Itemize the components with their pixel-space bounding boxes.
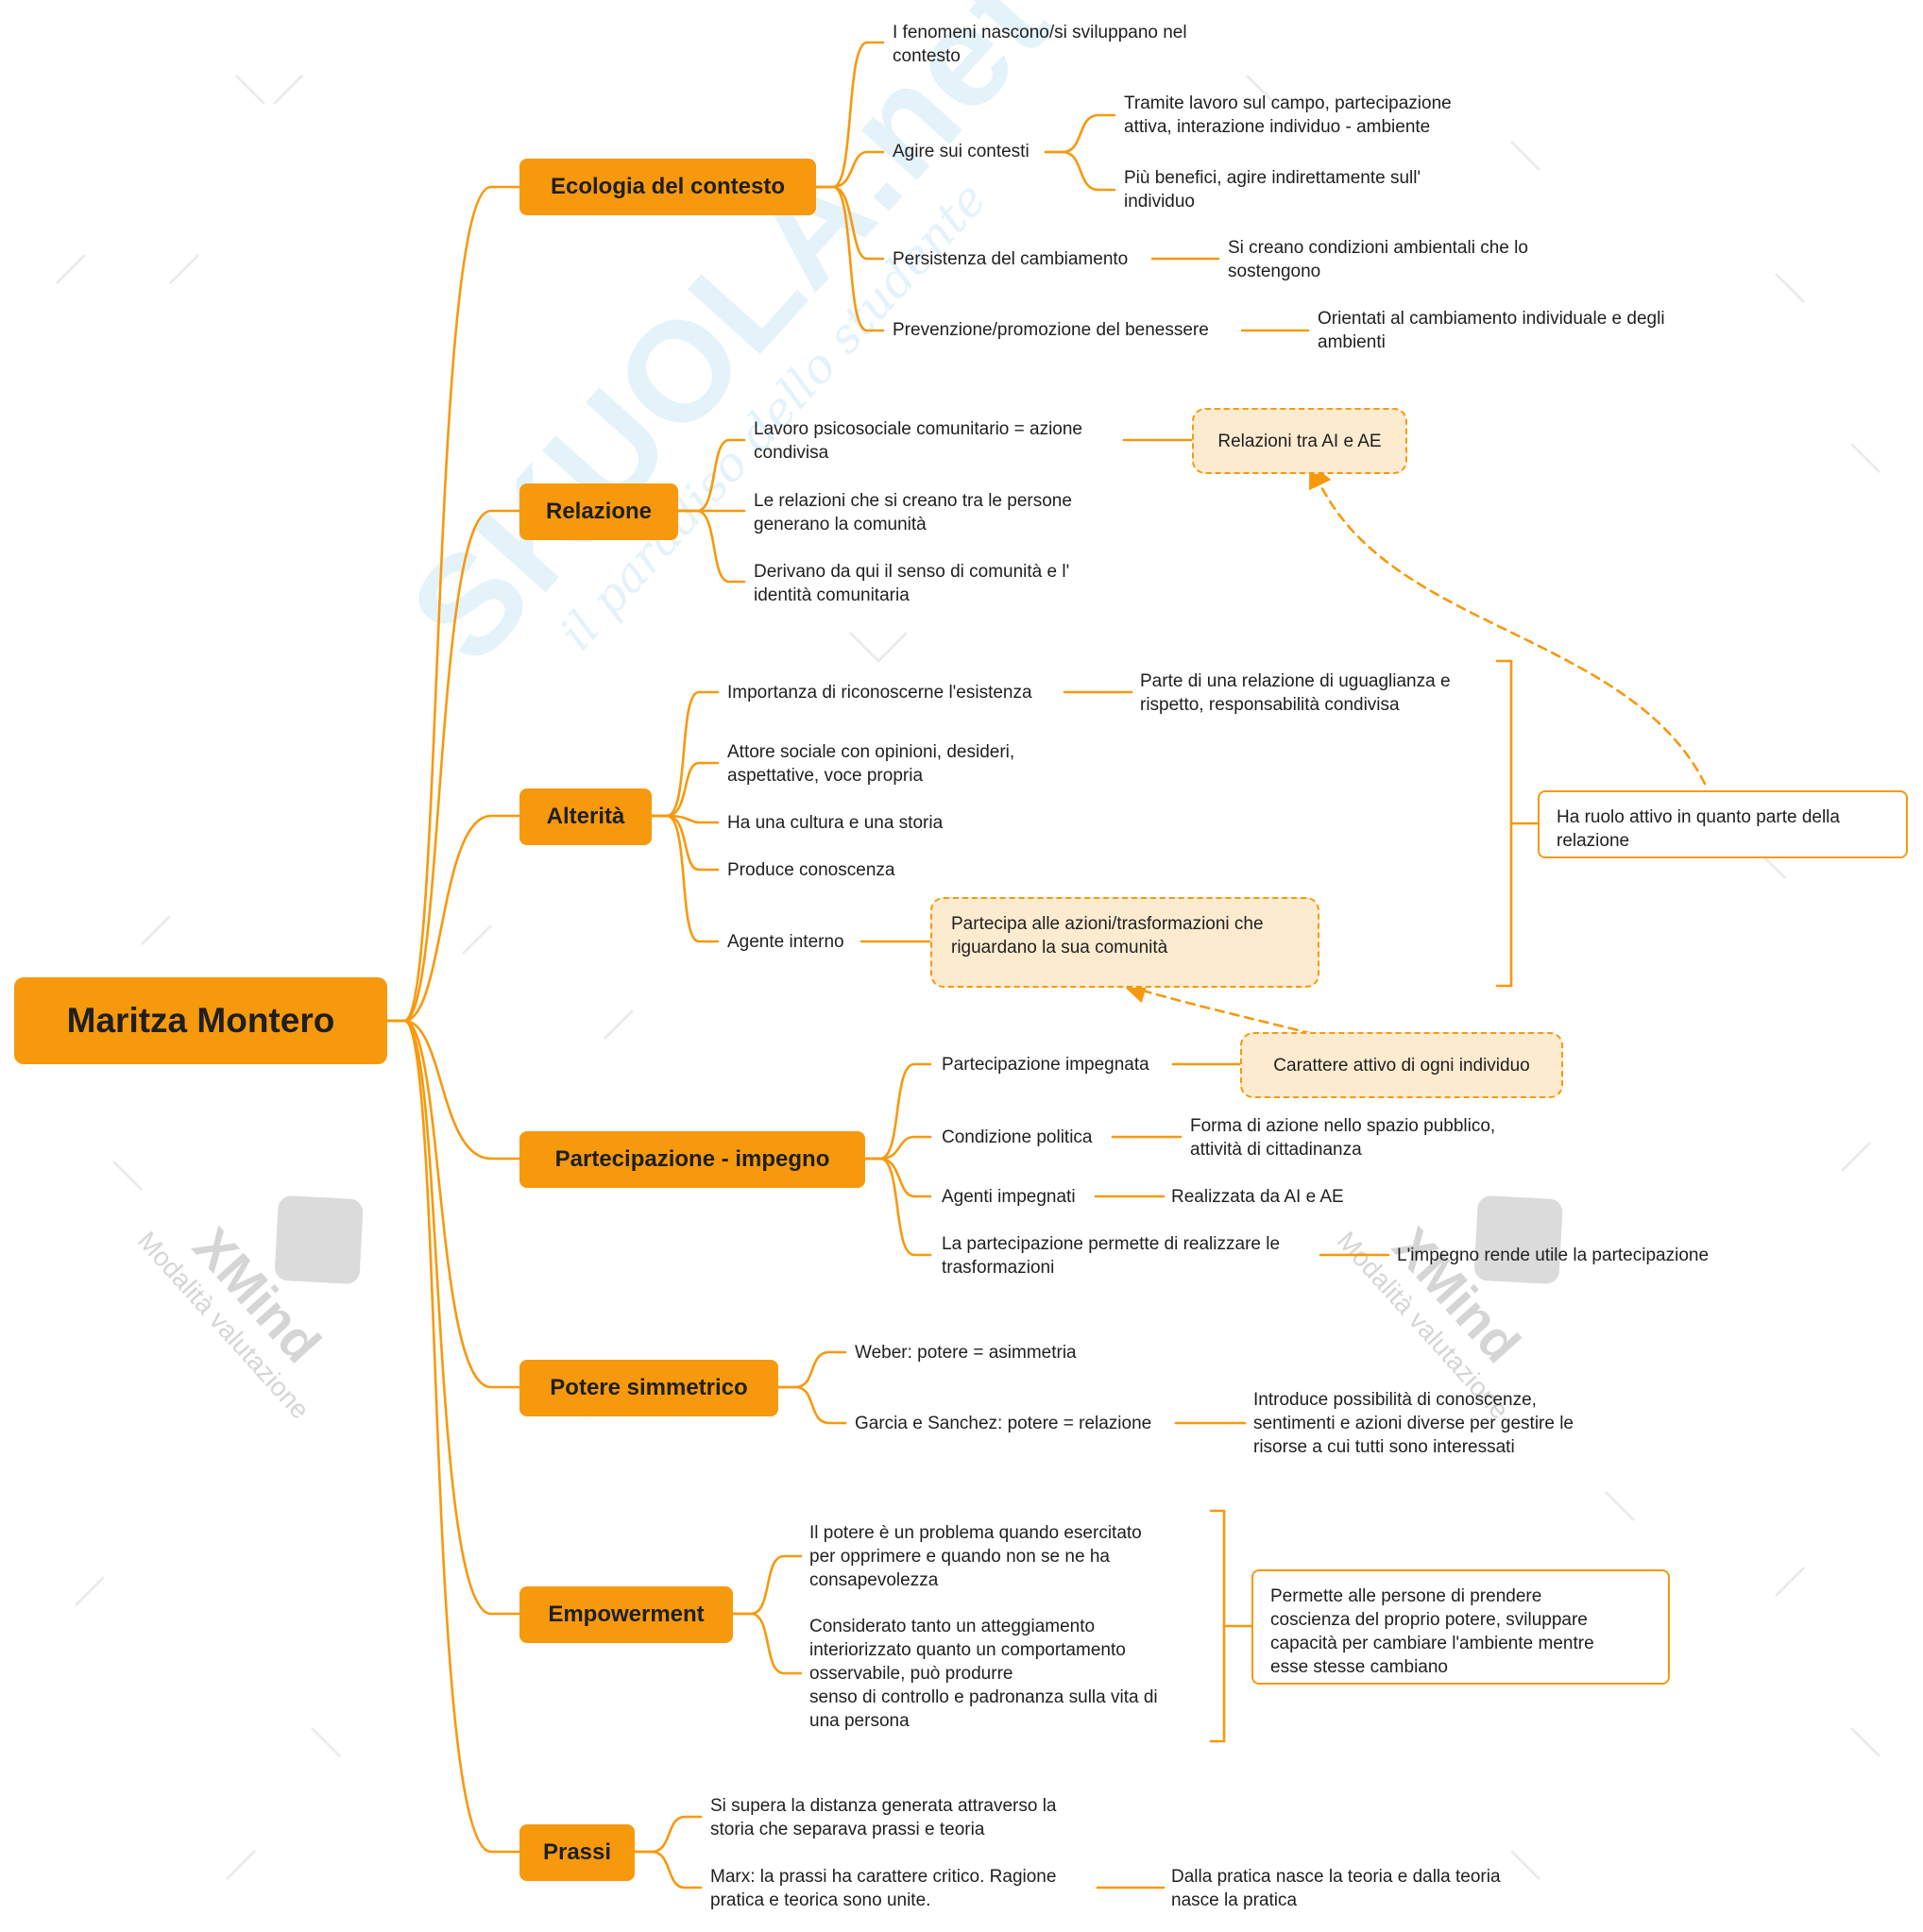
root-topic[interactable]: Maritza Montero [14, 977, 387, 1064]
detail-agire-benefici[interactable]: Più benefici, agire indirettamente sull'… [1124, 168, 1421, 212]
subtopic-produce-conoscenza[interactable]: Produce conoscenza [727, 860, 895, 880]
edge-root-empowerment [385, 1019, 523, 1616]
edge-ecologia-2 [812, 150, 885, 189]
subtopic-potere-problema[interactable]: Il potere è un problema quando esercitat… [809, 1523, 1142, 1590]
subtopic-trasformazioni[interactable]: La partecipazione permette di realizzare… [942, 1234, 1281, 1278]
subtopic-atteggiamento[interactable]: Considerato tanto un atteggiamento inter… [809, 1617, 1158, 1731]
edge-root-potere [385, 1019, 523, 1389]
edge-ecologia-3 [812, 185, 885, 261]
skuola-watermark: SKUOLA.net il paradiso dello studente [378, 0, 1115, 723]
note-label: Carattere attivo di ogni individuo [1273, 1055, 1530, 1076]
topic-alterita[interactable]: Alterità [519, 788, 652, 845]
topic-label: Alterità [546, 804, 625, 829]
detail-condizione-politica[interactable]: Forma di azione nello spazio pubblico, a… [1190, 1116, 1496, 1160]
subtopic-persistenza[interactable]: Persistenza del cambiamento [893, 249, 1129, 269]
note-relazioni-ai-ae[interactable]: Relazioni tra AI e AE [1192, 408, 1407, 474]
summary-empowerment[interactable]: Permette alle persone di prendere coscie… [1251, 1569, 1670, 1685]
subtopic-senso-comunita[interactable]: Derivano da qui il senso di comunità e l… [754, 562, 1070, 605]
topic-relazione[interactable]: Relazione [519, 483, 678, 540]
detail-prevenzione[interactable]: Orientati al cambiamento individuale e d… [1318, 309, 1665, 352]
edge-alterita-1 [649, 690, 720, 818]
edge-agire-2 [1044, 150, 1116, 192]
topic-label: Prassi [542, 1839, 612, 1865]
edge-alterita-5 [649, 814, 720, 943]
note-partecipa-azioni[interactable]: Partecipa alle azioni/trasformazioni che… [930, 897, 1319, 988]
xmind-logo-icon [1473, 1195, 1563, 1284]
edge-partecipazione-4 [861, 1157, 932, 1257]
edge-partecipazione-2 [861, 1135, 932, 1161]
subtopic-attore-sociale[interactable]: Attore sociale con opinioni, desideri, a… [727, 742, 1015, 786]
edge-alterita-2 [649, 761, 720, 818]
topic-partecipazione-impegno[interactable]: Partecipazione - impegno [519, 1131, 865, 1188]
subtopic-relazioni-persone[interactable]: Le relazioni che si creano tra le person… [754, 491, 1072, 534]
edge-root-prassi [385, 1019, 523, 1854]
edge-prassi-1 [631, 1815, 703, 1854]
xmind-watermark-left: XMind Modalità valutazione [131, 1122, 431, 1426]
edge-agire-1 [1044, 113, 1116, 154]
detail-importanza[interactable]: Parte di una relazione di uguaglianza e … [1140, 671, 1451, 715]
detail-agenti-impegnati[interactable]: Realizzata da AI e AE [1171, 1187, 1344, 1207]
subtopic-partecipazione-impegnata[interactable]: Partecipazione impegnata [942, 1055, 1149, 1075]
edge-root-partecipazione [385, 1019, 523, 1161]
subtopic-marx[interactable]: Marx: la prassi ha carattere critico. Ra… [710, 1867, 1057, 1910]
bracket-alterita [1495, 659, 1540, 988]
xmind-logo-icon [274, 1195, 364, 1284]
subtopic-importanza[interactable]: Importanza di riconoscerne l'esistenza [727, 683, 1032, 703]
edge-relazione-3 [676, 509, 746, 584]
topic-label: Partecipazione - impegno [554, 1146, 830, 1172]
xmind-logo-text: XMind [181, 1215, 332, 1374]
edge-prassi-2 [631, 1850, 703, 1890]
subtopic-agenti-impegnati[interactable]: Agenti impegnati [942, 1187, 1076, 1207]
edge-partecipazione-1 [861, 1062, 932, 1161]
xmind-logo-text: XMind [1381, 1215, 1532, 1374]
edge-empowerment-1 [730, 1554, 803, 1616]
subtopic-prevenzione[interactable]: Prevenzione/promozione del benessere [893, 320, 1209, 340]
topic-label: Empowerment [548, 1602, 705, 1627]
edge-alterita-4 [649, 814, 720, 872]
subtopic-supera-distanza[interactable]: Si supera la distanza generata attravers… [710, 1796, 1057, 1839]
edge-partecipazione-3 [861, 1157, 932, 1198]
topic-ecologia-del-contesto[interactable]: Ecologia del contesto [519, 159, 816, 215]
note-label: Relazioni tra AI e AE [1217, 431, 1382, 451]
xmind-mode-text: Modalità valutazione [131, 1226, 315, 1425]
topic-potere-simmetrico[interactable]: Potere simmetrico [519, 1360, 778, 1416]
subtopic-garcia-sanchez[interactable]: Garcia e Sanchez: potere = relazione [855, 1414, 1152, 1433]
edge-root-alterita [385, 814, 523, 1023]
edge-potere-1 [774, 1350, 847, 1389]
subtopic-agire-sui-contesti[interactable]: Agire sui contesti [893, 142, 1030, 161]
bracket-empowerment [1209, 1509, 1253, 1743]
relationship-alterita-to-relazione [1308, 463, 1707, 786]
topic-label: Relazione [545, 499, 653, 524]
topic-prassi[interactable]: Prassi [519, 1824, 635, 1881]
note-carattere-attivo[interactable]: Carattere attivo di ogni individuo [1240, 1032, 1563, 1098]
xmind-watermark-right: XMind Modalità valutazione [1331, 1122, 1630, 1426]
detail-garcia-sanchez[interactable]: Introduce possibilità di conoscenze, sen… [1253, 1390, 1574, 1457]
subtopic-agente-interno[interactable]: Agente interno [727, 932, 844, 952]
subtopic-weber[interactable]: Weber: potere = asimmetria [855, 1343, 1077, 1363]
edge-relazione-1 [676, 438, 746, 513]
detail-trasformazioni[interactable]: L'impegno rende utile la partecipazione [1397, 1246, 1710, 1265]
detail-agire-lavoro-campo[interactable]: Tramite lavoro sul campo, partecipazione… [1124, 93, 1452, 137]
edge-root-ecologia [385, 185, 523, 1023]
detail-persistenza[interactable]: Si creano condizioni ambientali che lo s… [1228, 238, 1528, 281]
subtopic-cultura-storia[interactable]: Ha una cultura e una storia [727, 813, 944, 833]
summary-ruolo-attivo[interactable]: Ha ruolo attivo in quanto parte della re… [1538, 790, 1908, 858]
edge-ecologia-4 [812, 185, 885, 332]
edge-empowerment-2 [730, 1612, 803, 1675]
subtopic-lavoro-psicosociale[interactable]: Lavoro psicosociale comunitario = azione… [754, 419, 1083, 463]
subtopic-condizione-politica[interactable]: Condizione politica [942, 1127, 1093, 1147]
root-topic-label: Maritza Montero [66, 1001, 335, 1040]
detail-marx[interactable]: Dalla pratica nasce la teoria e dalla te… [1171, 1867, 1501, 1910]
topic-empowerment[interactable]: Empowerment [519, 1586, 733, 1643]
topic-label: Ecologia del contesto [550, 174, 786, 199]
edge-ecologia-1 [812, 41, 885, 189]
edge-potere-2 [774, 1385, 847, 1425]
subtopic-fenomeni[interactable]: I fenomeni nascono/si sviluppano nel con… [893, 23, 1187, 66]
edge-root-relazione [385, 509, 523, 1023]
edge-alterita-3 [649, 814, 720, 824]
topic-label: Potere simmetrico [550, 1375, 748, 1400]
